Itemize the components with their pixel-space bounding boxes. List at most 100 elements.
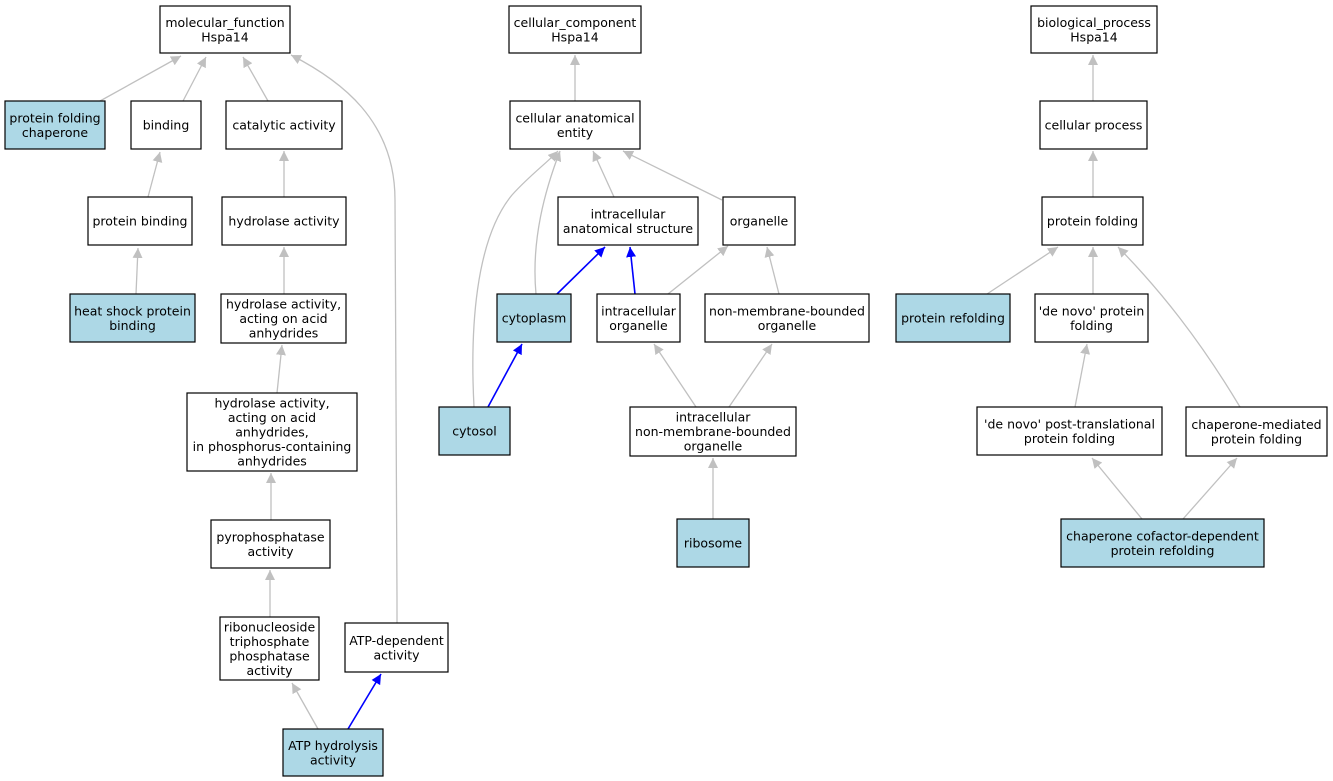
edges-layer [99, 54, 1241, 730]
node-label-line: non-membrane-bounded [635, 424, 791, 439]
node-mf-hydrolase: hydrolase activity [221, 196, 347, 246]
node-label-line: molecular_function [165, 15, 284, 30]
edge-bp_cofactor-to-bp_denovo_post [1091, 457, 1143, 520]
node-box [722, 196, 796, 246]
node-label-line: entity [557, 125, 594, 140]
node-box [496, 293, 572, 343]
node-label-line: anatomical structure [563, 221, 693, 236]
node-label-line: anhydrides, [235, 425, 309, 440]
node-box [509, 100, 641, 150]
node-bp-cellular: cellular process [1039, 100, 1148, 150]
node-label-line: phosphatase [229, 648, 310, 663]
node-box [130, 100, 202, 150]
node-label-line: protein refolding [901, 311, 1005, 326]
edge-cc_cytosol-to-cc_cytoplasm [487, 343, 523, 408]
node-box [438, 406, 511, 456]
node-box [159, 5, 291, 54]
node-label-line: organelle [730, 214, 789, 229]
node-mf-hydrolase-acid: hydrolase activity,acting on acidanhydri… [220, 293, 347, 344]
node-bp-folding: protein folding [1041, 196, 1144, 246]
node-box [1039, 100, 1148, 150]
node-box [704, 293, 870, 343]
node-box [221, 196, 347, 246]
edge-bp_chaperone_mediated-to-bp_folding [1117, 246, 1241, 408]
node-label-line: protein folding [1024, 431, 1115, 446]
node-box [186, 392, 358, 472]
edge-mf_hydrolase_phos-to-mf_hydrolase_acid [275, 344, 286, 394]
node-label-line: ATP hydrolysis [288, 738, 378, 753]
node-label-line: ATP-dependent [349, 633, 444, 648]
edge-mf_atp_hydrolysis-to-mf_atp_dependent [347, 673, 382, 730]
node-box [344, 622, 449, 673]
node-label-line: cytosol [452, 424, 496, 439]
node-box [895, 293, 1011, 343]
node-box [220, 293, 347, 344]
node-label-line: binding [109, 318, 156, 333]
node-cc-organelle: organelle [722, 196, 796, 246]
node-cc-intra-nonmem: intracellularnon-membrane-boundedorganel… [629, 406, 797, 457]
node-box [557, 196, 699, 246]
node-label-line: in phosphorus-containing [193, 439, 352, 454]
node-label-line: ribosome [684, 536, 743, 551]
node-box [219, 616, 320, 681]
edge-bp_cofactor-to-bp_chaperone_mediated [1182, 457, 1238, 520]
edge-cc_intra_nonmem-to-cc_intra_organelle [653, 343, 697, 408]
edge-cc_intracellular-to-cc_anatomical [592, 150, 615, 198]
node-mf-binding: binding [130, 100, 202, 150]
edge-mf_atp_dependent-to-mf_root [290, 54, 398, 624]
edge-bp_denovo_post-to-bp_denovo [1074, 343, 1091, 408]
node-cc-cytosol: cytosol [438, 406, 511, 456]
node-label-line: catalytic activity [232, 118, 336, 133]
edge-cc_cytoplasm-to-cc_intracellular [556, 246, 606, 295]
node-label-line: organelle [758, 318, 817, 333]
node-label-line: protein folding [9, 110, 100, 125]
node-box [508, 5, 642, 54]
node-mf-hydrolase-phos: hydrolase activity,acting on acidanhydri… [186, 392, 358, 472]
node-label-line: chaperone cofactor-dependent [1066, 528, 1259, 543]
node-box [1041, 196, 1144, 246]
node-label-line: intracellular [591, 206, 667, 221]
node-box [676, 518, 750, 568]
node-label-line: intracellular [676, 410, 752, 425]
edge-mf_hsp_binding-to-mf_protein_binding [132, 247, 143, 295]
node-label-line: cytoplasm [502, 311, 567, 326]
node-label-line: acting on acid [228, 410, 316, 425]
edge-cc_cytoplasm-to-cc_anatomical [534, 150, 562, 295]
node-label-line: hydrolase activity, [226, 297, 341, 312]
node-cc-ribosome: ribosome [676, 518, 750, 568]
node-label-line: biological_process [1037, 15, 1151, 30]
node-box [210, 519, 331, 569]
edge-cc_intra_organelle-to-cc_intracellular [626, 246, 637, 295]
node-label-line: organelle [609, 318, 668, 333]
edge-cc_intra_organelle-to-cc_organelle [667, 245, 729, 295]
node-mf-protein-binding: protein binding [87, 196, 193, 246]
node-label-line: anhydrides [249, 326, 319, 341]
edge-mf_atp_hydrolysis-to-mf_ntpase [291, 682, 319, 730]
node-box [1030, 5, 1158, 54]
node-box [976, 406, 1163, 456]
edge-mf_chaperone-to-mf_root [99, 55, 182, 102]
node-box [282, 728, 384, 777]
node-label-line: non-membrane-bounded [709, 303, 865, 318]
node-label-line: activity [246, 663, 293, 678]
edge-mf_binding-to-mf_root [182, 56, 207, 102]
node-label-line: triphosphate [230, 634, 310, 649]
node-box [69, 293, 196, 343]
edge-cc_organelle-to-cc_anatomical [622, 150, 723, 201]
edge-cc_cytosol-to-cc_anatomical [472, 150, 559, 408]
node-label-line: binding [143, 118, 190, 133]
node-label-line: folding [1070, 318, 1113, 333]
